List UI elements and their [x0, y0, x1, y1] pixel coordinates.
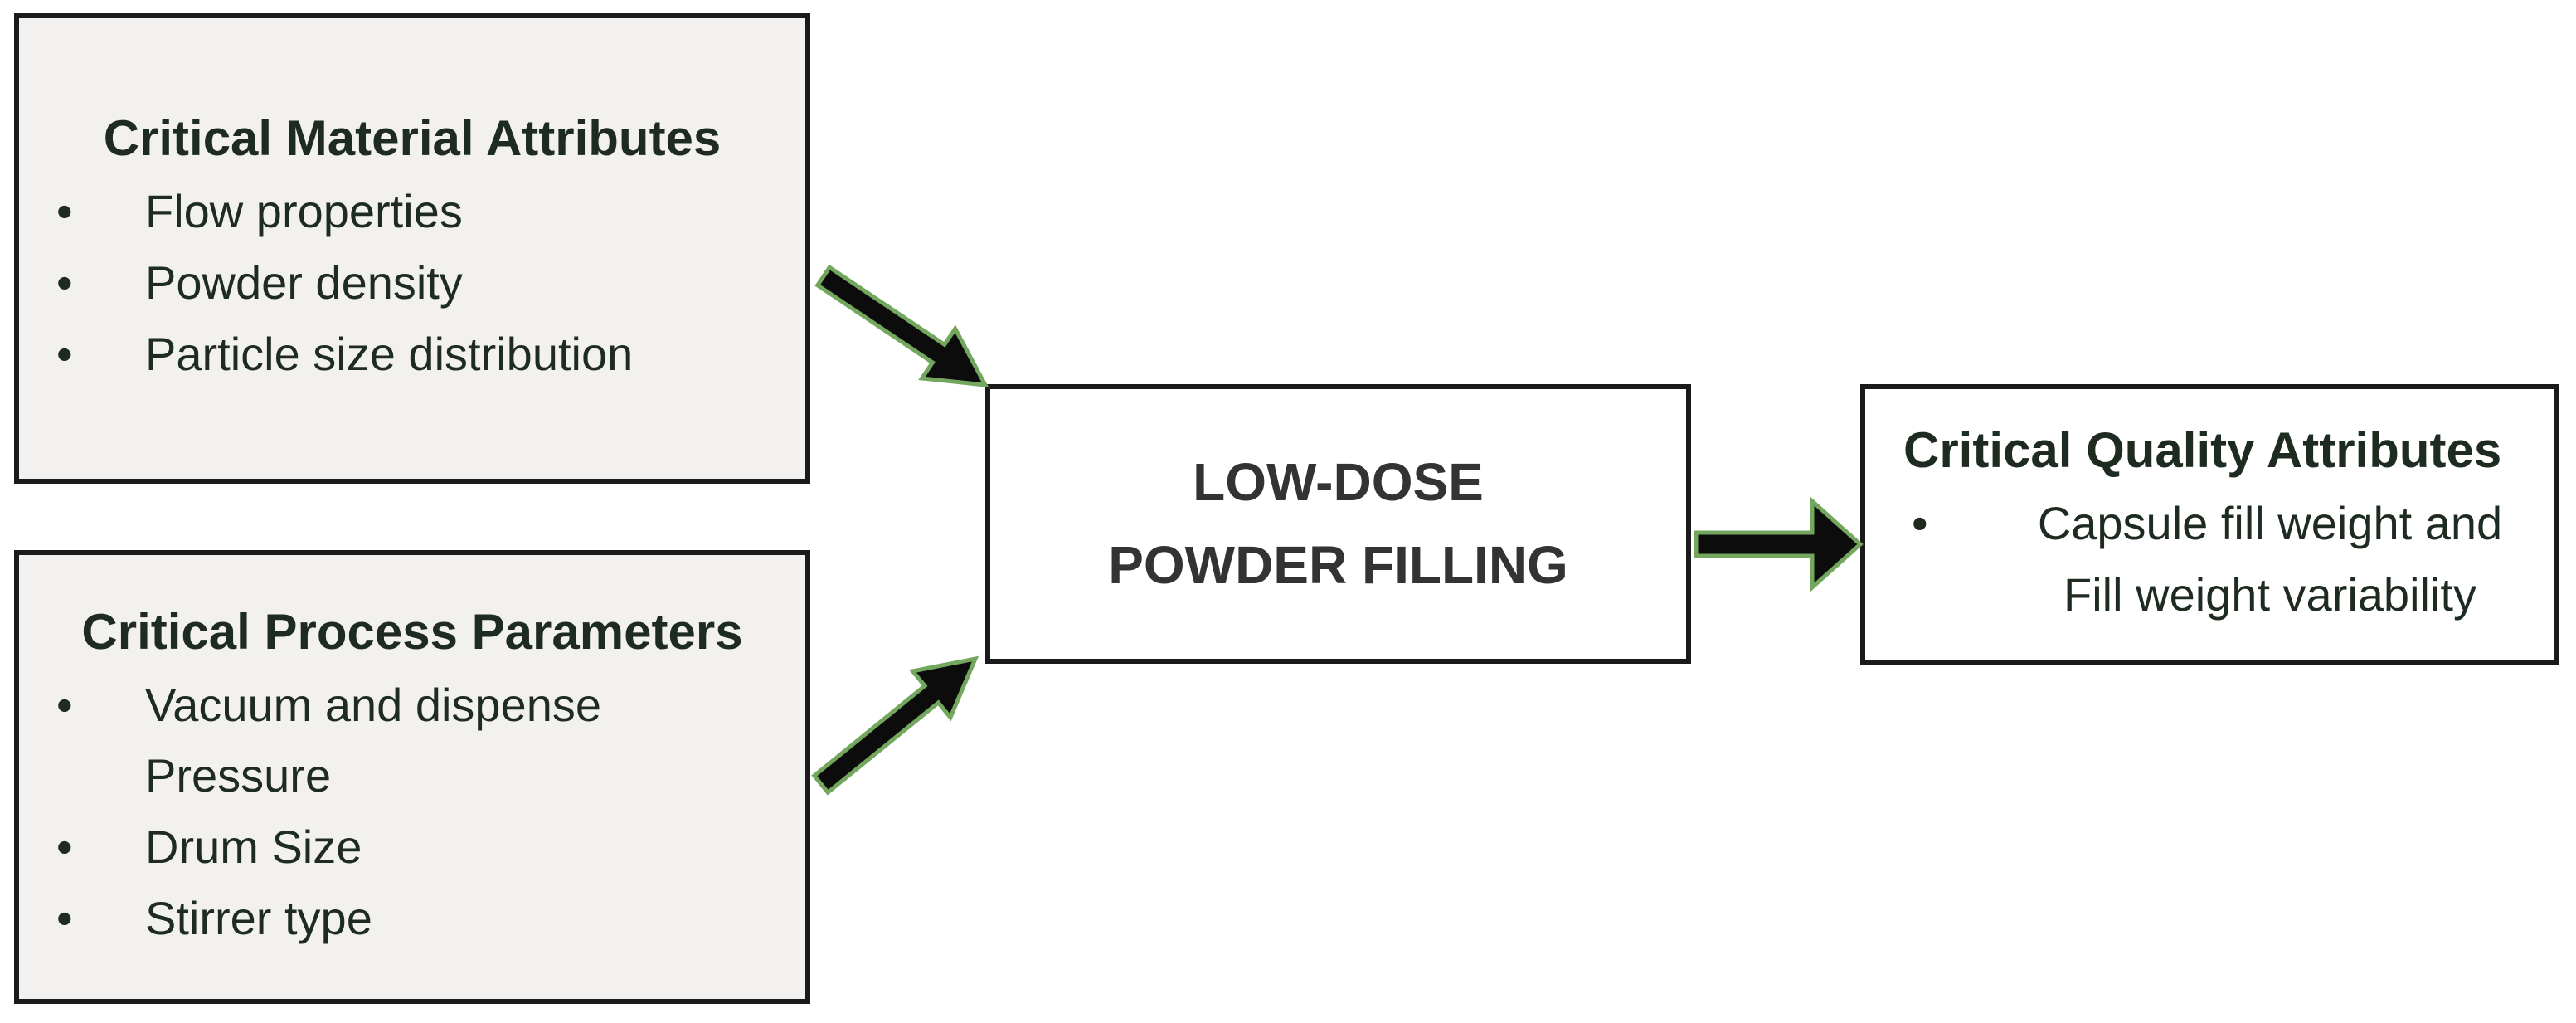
- material-attributes-list: • Flow properties • Powder density • Par…: [19, 176, 805, 389]
- operation-label: LOW-DOSE POWDER FILLING: [1108, 451, 1568, 595]
- list-item: • Flow properties: [19, 176, 805, 247]
- list-item: • Capsule fill weight and Fill weight va…: [1865, 488, 2554, 630]
- list-item: • Stirrer type: [19, 883, 805, 954]
- arrow-filling-to-quality-icon: [1694, 496, 1864, 592]
- list-item-label: Stirrer type: [145, 891, 372, 944]
- list-item-label: Powder density: [145, 256, 463, 309]
- arrow-process-to-filling-icon: [811, 655, 979, 796]
- list-item-label: Capsule fill weight and Fill weight vari…: [2037, 497, 2503, 621]
- bullet-icon: •: [56, 185, 73, 238]
- quality-attributes-title: Critical Quality Attributes: [1903, 422, 2502, 479]
- bullet-icon: •: [56, 256, 73, 309]
- bullet-icon: •: [56, 678, 73, 731]
- box-critical-material-attributes: Critical Material Attributes • Flow prop…: [14, 13, 810, 484]
- list-item-label: Particle size distribution: [145, 327, 634, 380]
- bullet-icon: •: [56, 891, 73, 944]
- box-low-dose-powder-filling: LOW-DOSE POWDER FILLING: [985, 384, 1691, 664]
- list-item-label: Vacuum and dispense Pressure: [145, 678, 601, 802]
- list-item: • Vacuum and dispense Pressure: [19, 670, 805, 811]
- list-item-label: Flow properties: [145, 185, 463, 238]
- list-item-label: Drum Size: [145, 821, 362, 873]
- quality-attributes-list: • Capsule fill weight and Fill weight va…: [1865, 488, 2554, 630]
- arrow-material-to-filling-icon: [814, 264, 989, 387]
- list-item: • Powder density: [19, 247, 805, 319]
- bullet-icon: •: [56, 821, 73, 873]
- list-item: • Particle size distribution: [19, 319, 805, 390]
- process-parameters-title: Critical Process Parameters: [81, 603, 743, 660]
- list-item: • Drum Size: [19, 811, 805, 883]
- box-critical-quality-attributes: Critical Quality Attributes • Capsule fi…: [1860, 384, 2559, 665]
- bullet-icon: •: [56, 327, 73, 380]
- box-critical-process-parameters: Critical Process Parameters • Vacuum and…: [14, 550, 810, 1004]
- process-parameters-list: • Vacuum and dispense Pressure • Drum Si…: [19, 670, 805, 954]
- bullet-icon: •: [1912, 497, 1928, 550]
- material-attributes-title: Critical Material Attributes: [103, 110, 722, 167]
